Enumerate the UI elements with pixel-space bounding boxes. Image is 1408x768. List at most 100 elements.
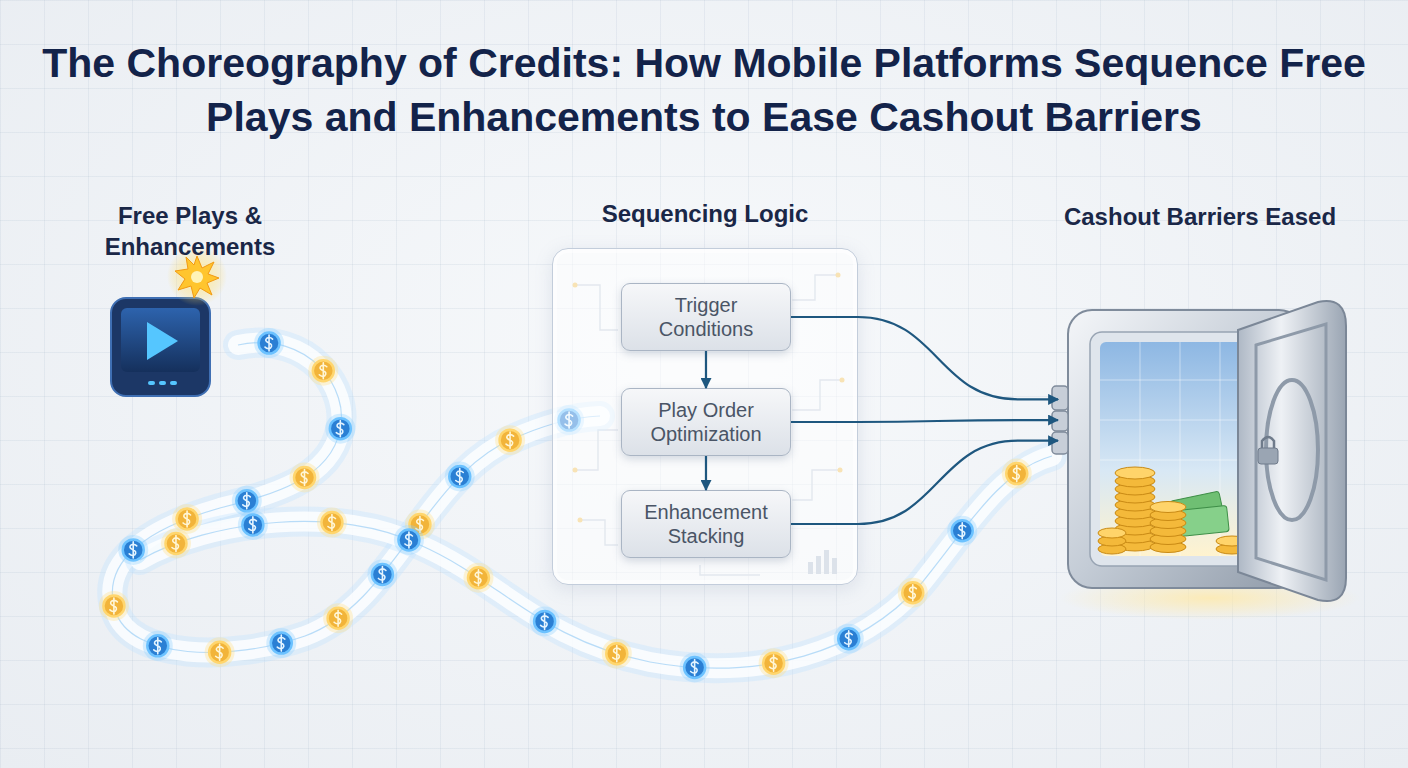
- coin-symbol: [958, 523, 966, 539]
- coin-glow: [143, 631, 173, 661]
- coin-symbol: [129, 542, 137, 558]
- box-label: Enhancement Stacking: [630, 500, 782, 548]
- coin-glow: [405, 510, 435, 540]
- coin-glow: [445, 462, 475, 492]
- coin-stacks: [1098, 467, 1248, 554]
- coin: [367, 559, 397, 589]
- coin-symbol: [265, 335, 273, 351]
- coin: [266, 628, 296, 658]
- coin-face: [177, 508, 198, 529]
- coin-face: [606, 643, 627, 664]
- coin: [495, 425, 525, 455]
- coin-symbol: [183, 511, 191, 527]
- coin: [834, 624, 864, 654]
- coin: [1002, 459, 1032, 489]
- coin-symbol: [456, 469, 464, 485]
- coin: [463, 563, 493, 593]
- cash-bills: [1170, 491, 1229, 536]
- logic-panel: Sequencing LogicTrigger ConditionsPlay O…: [552, 248, 858, 585]
- coin: [317, 508, 347, 538]
- coin-glow: [308, 356, 338, 386]
- section-heading: Sequencing Logic: [473, 199, 937, 229]
- coin-face: [534, 611, 555, 632]
- vault-hinges: [1052, 330, 1308, 568]
- coin: [898, 578, 928, 608]
- flow-arrow: [791, 317, 1058, 399]
- coin: [325, 414, 355, 444]
- coin: [143, 631, 173, 661]
- coin-glow: [495, 425, 525, 455]
- coin: [232, 486, 262, 516]
- coin-face: [313, 360, 334, 381]
- coin-face: [103, 595, 124, 616]
- diagram-title: The Choreography of Credits: How Mobile …: [30, 36, 1378, 144]
- coin: [680, 652, 710, 682]
- section-heading: Free Plays & Enhancements: [80, 200, 300, 262]
- coin-symbol: [1013, 466, 1021, 482]
- coin-face: [294, 467, 315, 488]
- coin: [530, 606, 560, 636]
- coin-glow: [323, 603, 353, 633]
- coin-glow: [325, 414, 355, 444]
- coin-glow: [394, 525, 424, 555]
- coin-glow: [947, 516, 977, 546]
- coin-face: [1006, 463, 1027, 484]
- coin-glow: [205, 637, 235, 667]
- coin-glow: [317, 508, 347, 538]
- coin-glow: [759, 648, 789, 678]
- coin-face: [209, 642, 230, 663]
- coin-symbol: [405, 532, 413, 548]
- coin-face: [236, 490, 257, 511]
- coin-symbol: [845, 631, 853, 647]
- box-label: Trigger Conditions: [630, 293, 782, 341]
- process-box: Play Order Optimization: [621, 388, 791, 456]
- coin-glow: [602, 639, 632, 669]
- flow-arrow: [705, 456, 707, 490]
- coin-symbol: [613, 646, 621, 662]
- coin-glow: [99, 591, 129, 621]
- coin: [254, 328, 284, 358]
- coin: [172, 504, 202, 534]
- section-heading: Cashout Barriers Eased: [980, 202, 1408, 232]
- coin-symbol: [319, 363, 327, 379]
- vault-door: [1238, 301, 1346, 601]
- coin-glow: [463, 563, 493, 593]
- coin: [290, 462, 320, 492]
- coin-symbol: [249, 517, 256, 533]
- coin: [308, 356, 338, 386]
- vault-group: Cashout Barriers Eased: [1060, 305, 1340, 600]
- coin-face: [123, 539, 144, 560]
- coin-face: [902, 582, 923, 603]
- coin-glow: [254, 328, 284, 358]
- flow-arrow: [791, 441, 1058, 524]
- coin-glow: [1002, 459, 1032, 489]
- coin-symbol: [301, 469, 309, 485]
- coin: [161, 528, 191, 558]
- coin-symbol: [243, 493, 251, 509]
- coin-symbol: [909, 585, 917, 601]
- coin-face: [468, 567, 489, 588]
- box-label: Play Order Optimization: [630, 398, 782, 446]
- coin: [405, 510, 435, 540]
- coin-symbol: [277, 635, 285, 651]
- coin-face: [147, 635, 168, 656]
- coin-face: [409, 514, 430, 535]
- coin-symbol: [770, 655, 778, 671]
- coin-glow: [834, 624, 864, 654]
- coin-symbol: [216, 644, 224, 660]
- coin-face: [165, 533, 186, 554]
- coin: [238, 510, 268, 540]
- coin-face: [763, 653, 784, 674]
- coin-face: [330, 418, 351, 439]
- coin-symbol: [328, 515, 336, 531]
- coin-glow: [161, 528, 191, 558]
- coin-symbol: [378, 566, 386, 582]
- icon-group: Free Plays & Enhancements: [80, 200, 300, 400]
- coin-face: [321, 512, 342, 533]
- coin-symbol: [474, 570, 482, 586]
- coin-symbol: [336, 421, 344, 437]
- coin-symbol: [334, 610, 342, 626]
- coin-glow: [898, 578, 928, 608]
- process-box: Enhancement Stacking: [621, 490, 791, 558]
